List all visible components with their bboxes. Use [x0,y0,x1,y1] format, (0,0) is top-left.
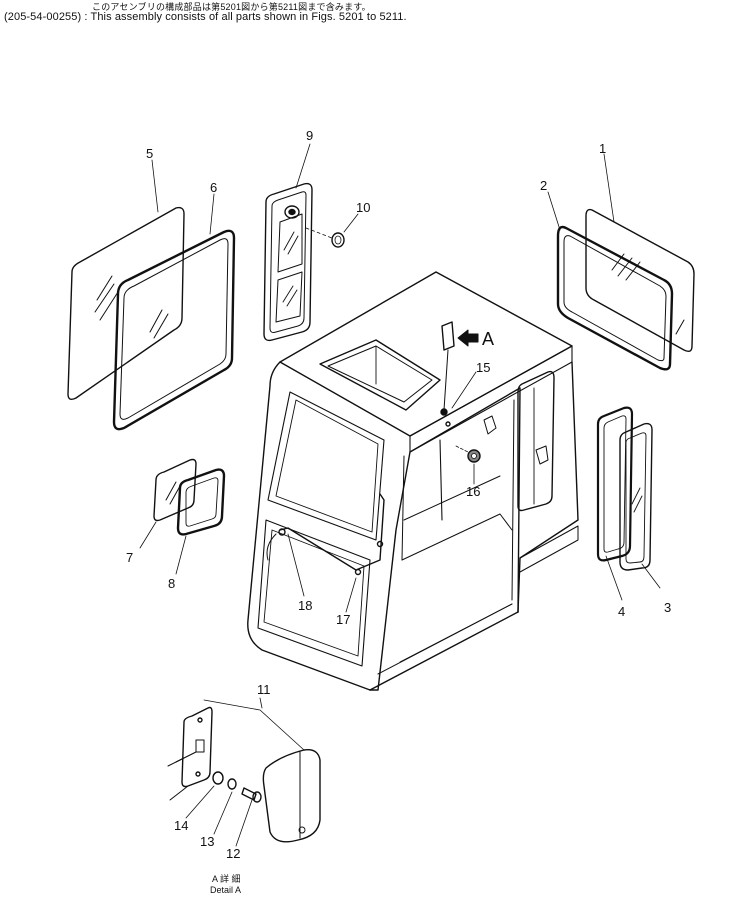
callout-18: 18 [298,598,312,613]
callout-7: 7 [126,550,133,565]
callout-8: 8 [168,576,175,591]
callout-17: 17 [336,612,350,627]
callout-6: 6 [210,180,217,195]
part-3-small-glass [619,422,653,571]
detail-caption-jp: A 詳 細 [212,873,241,884]
callout-labels: 1 2 3 4 5 6 7 8 9 10 11 12 13 14 15 16 1… [126,128,671,861]
part-17-18-handrail [266,493,385,576]
callout-9: 9 [306,128,313,143]
part-8-small-seal [176,468,226,536]
part-4-small-seal [596,406,634,562]
part-2-right-seal [556,225,674,371]
view-marker-a: A [482,329,494,349]
part-9-door-window [263,182,313,342]
callout-4: 4 [618,604,625,619]
part-5-left-glass [67,206,185,401]
callout-14: 14 [174,818,188,833]
leader-lines [139,143,661,847]
part-15-rod [440,321,455,427]
callout-10: 10 [356,200,370,215]
callout-3: 3 [664,600,671,615]
detail-caption: A 詳 細 Detail A [210,873,241,895]
part-7-small-glass [153,458,197,522]
callout-5: 5 [146,146,153,161]
callout-16: 16 [466,484,480,499]
cab-body [247,271,579,691]
callout-11: 11 [257,682,271,697]
callout-15: 15 [476,360,490,375]
detail-caption-en: Detail A [210,885,241,895]
view-arrow-a: A [457,329,494,349]
part-1-right-glass [585,208,695,353]
callout-12: 12 [226,846,240,861]
part-10-ring [305,227,345,248]
callout-1: 1 [599,141,606,156]
part-16-nut [455,445,481,463]
part-11-mirror-assembly [167,699,321,843]
part-6-left-seal [112,229,236,431]
english-note: (205-54-00255) : This assembly consists … [4,11,407,23]
callout-2: 2 [540,178,547,193]
japanese-note: このアセンブリの構成部品は第5201図から第5211図まで含みます。 [92,2,371,12]
callout-13: 13 [200,834,214,849]
